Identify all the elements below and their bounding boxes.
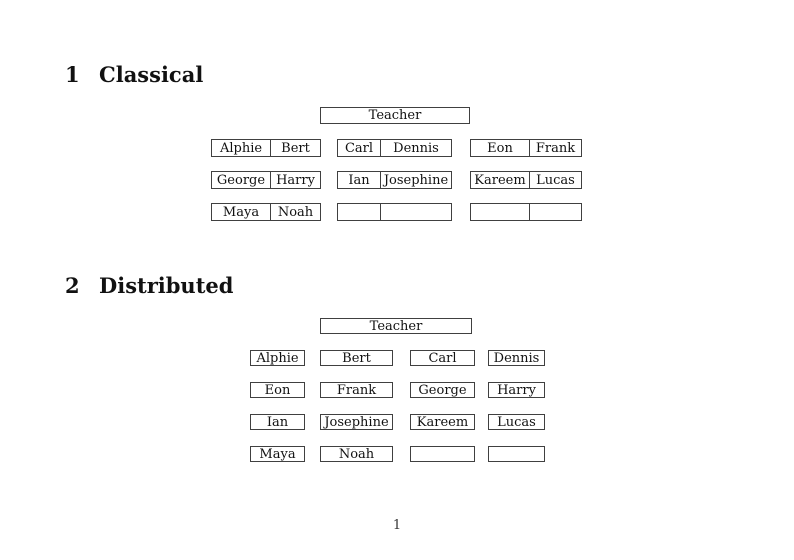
seat-label-empty	[529, 204, 581, 220]
teacher-box-distributed: Teacher	[320, 318, 472, 334]
teacher-label: Teacher	[368, 108, 422, 123]
teacher-box-classical: Teacher	[320, 107, 470, 124]
teacher-label: Teacher	[369, 318, 423, 334]
seat-empty	[488, 446, 545, 462]
seat-label-empty	[471, 204, 529, 220]
seat-label: Ian	[348, 172, 370, 188]
seat-lucas: Lucas	[488, 414, 545, 430]
seat-label: Kareem	[474, 172, 526, 188]
seat-label: Josephine	[324, 414, 389, 430]
seat-label: Alphie	[219, 140, 263, 156]
seat-label: George	[216, 172, 266, 188]
seat-carl: Carl	[410, 350, 475, 366]
seat-label: Ian	[266, 414, 289, 430]
seat-label: Kareem	[416, 414, 469, 430]
desk-george-harry: George Harry	[211, 171, 321, 189]
seat-alphie: Alphie	[250, 350, 305, 366]
seat-kareem: Kareem	[410, 414, 475, 430]
page-number: 1	[392, 518, 402, 533]
seat-ian: Ian	[250, 414, 305, 430]
seat-label: Harry	[270, 172, 320, 188]
seat-label: Bert	[270, 140, 320, 156]
seat-label-empty	[338, 204, 380, 220]
desk-empty	[470, 203, 582, 221]
section-2-heading: 2 Distributed	[65, 274, 233, 297]
seat-noah: Noah	[320, 446, 393, 462]
section-2-number: 2	[65, 273, 80, 298]
seat-bert: Bert	[320, 350, 393, 366]
seat-label: Eon	[487, 140, 513, 156]
seat-label: Alphie	[256, 350, 299, 366]
desk-carl-dennis: Carl Dennis	[337, 139, 452, 157]
seat-maya: Maya	[250, 446, 305, 462]
section-2-title: Distributed	[99, 273, 234, 298]
section-1-heading: 1 Classical	[65, 63, 203, 86]
seat-label: Frank	[336, 382, 377, 398]
seat-george: George	[410, 382, 475, 398]
desk-ian-josephine: Ian Josephine	[337, 171, 452, 189]
section-1-number: 1	[65, 62, 80, 87]
desk-empty	[337, 203, 452, 221]
seat-josephine: Josephine	[320, 414, 393, 430]
seat-label: Lucas	[529, 172, 581, 188]
seat-label: Noah	[270, 204, 320, 220]
seat-label: Harry	[497, 382, 536, 398]
seat-label: Maya	[222, 204, 260, 220]
seat-empty	[410, 446, 475, 462]
desk-kareem-lucas: Kareem Lucas	[470, 171, 582, 189]
seat-label: Eon	[264, 382, 291, 398]
desk-eon-frank: Eon Frank	[470, 139, 582, 157]
seat-label: Bert	[342, 350, 371, 366]
desk-alphie-bert: Alphie Bert	[211, 139, 321, 157]
seat-label: Lucas	[497, 414, 536, 430]
seat-label: Noah	[338, 446, 375, 462]
seat-dennis: Dennis	[488, 350, 545, 366]
desk-maya-noah: Maya Noah	[211, 203, 321, 221]
seat-label: George	[418, 382, 467, 398]
seat-label-empty	[380, 204, 451, 220]
section-1-title: Classical	[99, 62, 204, 87]
seat-frank: Frank	[320, 382, 393, 398]
seat-eon: Eon	[250, 382, 305, 398]
seat-label: Frank	[529, 140, 581, 156]
seat-label: Dennis	[380, 140, 451, 156]
seat-harry: Harry	[488, 382, 545, 398]
seat-label: Maya	[259, 446, 296, 462]
seat-label: Dennis	[493, 350, 540, 366]
seat-label: Carl	[428, 350, 457, 366]
seat-label: Josephine	[380, 172, 451, 188]
seat-label: Carl	[344, 140, 374, 156]
